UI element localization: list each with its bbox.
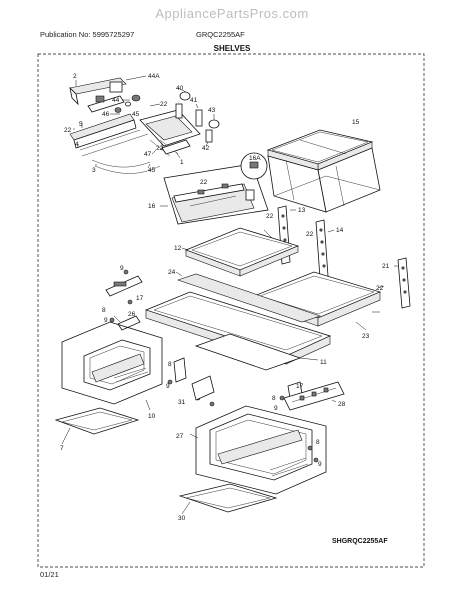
shelf-16-assembly <box>160 152 269 225</box>
callout-22-a: 22 <box>160 101 168 108</box>
callout-8-c: 8 <box>272 395 276 402</box>
callout-46: 46 <box>102 111 110 118</box>
callout-labels: 2 44A 40 44 22 41 43 46 45 5 22 4 47 42 … <box>60 73 390 522</box>
callout-10: 10 <box>148 413 156 420</box>
callout-42: 42 <box>202 145 210 152</box>
callout-9-d: 9 <box>274 405 278 412</box>
callout-22-e: 22 <box>266 213 274 220</box>
callout-47: 47 <box>144 151 152 158</box>
callout-16a: 16A <box>249 155 261 162</box>
callout-14: 14 <box>336 227 344 234</box>
callout-22-b: 22 <box>64 127 72 134</box>
callout-24: 24 <box>168 269 176 276</box>
callout-40: 40 <box>176 85 184 92</box>
callout-22-h: 22 <box>376 285 384 292</box>
page-date: 01/21 <box>40 570 59 579</box>
section-title: SHELVES <box>213 44 251 53</box>
callout-43: 43 <box>208 107 216 114</box>
callout-21: 21 <box>382 263 390 270</box>
model-number: GRQC2255AF <box>196 30 245 39</box>
callout-17-a: 17 <box>136 295 144 302</box>
callout-8-a: 8 <box>102 307 106 314</box>
drawer-cover-30 <box>178 483 278 515</box>
callout-8-d: 8 <box>316 439 320 446</box>
crisper-drawer-27 <box>189 405 327 495</box>
callout-30: 30 <box>178 515 186 522</box>
rail-14 <box>315 219 335 279</box>
callout-12: 12 <box>174 245 182 252</box>
callout-7: 7 <box>60 445 64 452</box>
dispenser-leaders <box>73 75 215 169</box>
callout-45-a: 45 <box>132 111 140 118</box>
callout-22-d: 22 <box>200 179 208 186</box>
shelf-frame-11 <box>144 271 332 371</box>
callout-13: 13 <box>298 207 306 214</box>
callout-16: 16 <box>148 203 156 210</box>
callout-9-a: 9 <box>120 265 124 272</box>
crisper-drawer-10 <box>61 321 163 411</box>
diagram-id: SHGRQC2255AF <box>332 538 388 545</box>
callout-2: 2 <box>73 73 77 80</box>
callout-9-c: 9 <box>166 383 170 390</box>
watermark: AppliancePartsPros.com <box>155 6 309 21</box>
callout-23: 23 <box>362 333 370 340</box>
callout-44a: 44A <box>148 73 160 80</box>
callout-28: 28 <box>338 401 346 408</box>
callout-26: 26 <box>128 311 136 318</box>
callout-3: 3 <box>92 167 96 174</box>
callout-27: 27 <box>176 433 184 440</box>
callout-22-g: 22 <box>306 231 314 238</box>
glass-shelf-12 <box>181 227 300 277</box>
callout-41: 41 <box>190 97 198 104</box>
callout-9-e: 9 <box>318 461 322 468</box>
callout-4: 4 <box>75 141 79 148</box>
callout-45-b: 45 <box>148 167 156 174</box>
callout-1: 1 <box>180 159 184 166</box>
small-parts-center <box>167 357 303 407</box>
bracket-28 <box>283 381 345 411</box>
callout-5: 5 <box>79 121 83 128</box>
rail-21 <box>394 257 411 309</box>
callout-31: 31 <box>178 399 186 406</box>
glass-shelf-15 <box>266 129 381 213</box>
callout-44: 44 <box>112 97 120 104</box>
callout-11: 11 <box>320 359 327 366</box>
callout-22-c: 22 <box>156 145 164 152</box>
publication-number: Publication No: 5995725297 <box>40 30 135 39</box>
diagram-frame <box>37 53 425 568</box>
callout-15: 15 <box>352 119 360 126</box>
callout-9-b: 9 <box>104 317 108 324</box>
callout-17-b: 17 <box>296 383 304 390</box>
callout-8-b: 8 <box>168 361 172 368</box>
drawer-cover-7 <box>54 407 140 445</box>
dispenser-assembly <box>69 77 220 174</box>
